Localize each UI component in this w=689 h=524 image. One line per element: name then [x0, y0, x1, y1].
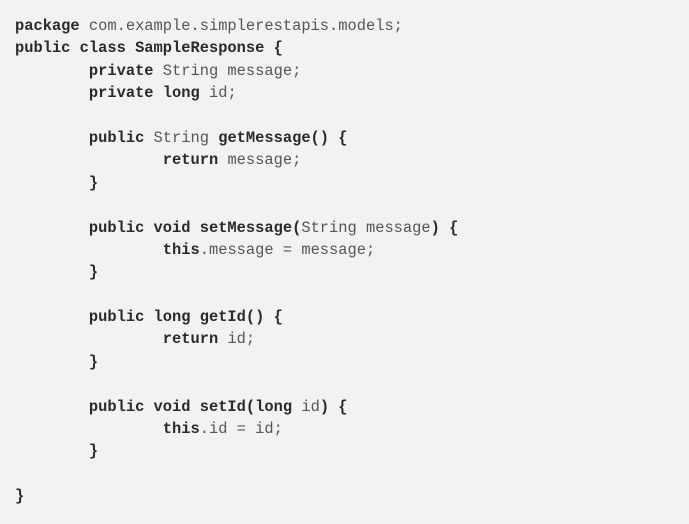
java-source-code: package com.example.simplerestapis.model…: [15, 15, 689, 508]
code-keyword: ) {: [319, 397, 348, 416]
code-line: this.message = message;: [15, 239, 689, 261]
code-keyword: public: [88, 128, 145, 147]
code-line: public void setId(long id) {: [15, 396, 689, 418]
code-keyword: return: [162, 330, 219, 349]
code-keyword: private: [88, 61, 154, 80]
code-line: public String getMessage() {: [15, 127, 689, 149]
code-line: [15, 284, 689, 306]
code-text: .message = message;: [199, 240, 376, 259]
code-line: [15, 373, 689, 395]
code-keyword: }: [88, 263, 99, 282]
code-keyword: public long getId() {: [88, 308, 283, 327]
code-keyword: this: [162, 420, 200, 439]
code-text: [15, 62, 89, 80]
code-line: return message;: [15, 149, 689, 171]
code-line: private long id;: [15, 82, 689, 104]
code-line: this.id = id;: [15, 418, 689, 440]
code-text: [15, 129, 89, 147]
code-keyword: }: [88, 442, 99, 461]
code-line: public void setMessage(String message) {: [15, 217, 689, 239]
code-keyword: public class SampleResponse {: [15, 39, 283, 58]
code-keyword: public void setMessage(: [88, 218, 302, 237]
code-text: id;: [199, 84, 237, 103]
code-keyword: }: [15, 487, 25, 506]
code-text: id;: [218, 330, 256, 349]
code-line: return id;: [15, 328, 689, 350]
code-keyword: }: [88, 173, 99, 192]
code-text: [15, 241, 163, 259]
code-text: .id = id;: [199, 420, 283, 439]
code-keyword: return: [162, 151, 219, 170]
code-text: [15, 420, 163, 438]
code-keyword: package: [15, 17, 80, 35]
code-text: message;: [218, 151, 302, 170]
code-keyword: ) {: [430, 218, 459, 237]
code-text: [15, 84, 89, 102]
code-line: }: [15, 261, 689, 283]
code-line: [15, 194, 689, 216]
code-keyword: this: [162, 240, 200, 259]
code-text: id: [292, 397, 320, 416]
code-text: [15, 330, 163, 348]
code-text: [15, 151, 163, 169]
code-text: String message: [301, 218, 431, 237]
code-keyword: public void setId(long: [88, 397, 293, 416]
code-text: [15, 263, 89, 281]
code-text: [15, 308, 89, 326]
code-text: [15, 174, 89, 192]
code-line: [15, 105, 689, 127]
code-text: [15, 442, 89, 460]
code-keyword: getMessage() {: [218, 128, 348, 147]
code-text: [15, 398, 89, 416]
code-line: }: [15, 485, 689, 507]
code-line: private String message;: [15, 60, 689, 82]
code-text: [15, 353, 89, 371]
code-text: String message;: [153, 61, 302, 80]
code-line: package com.example.simplerestapis.model…: [15, 15, 689, 37]
code-line: }: [15, 440, 689, 462]
code-keyword: private long: [88, 84, 200, 103]
code-keyword: }: [88, 352, 99, 371]
code-text: com.example.simplerestapis.models;: [79, 17, 403, 35]
code-line: }: [15, 351, 689, 373]
code-text: [15, 219, 89, 237]
code-text: String: [144, 128, 219, 147]
code-line: }: [15, 172, 689, 194]
code-line: [15, 463, 689, 485]
code-line: public long getId() {: [15, 306, 689, 328]
code-line: public class SampleResponse {: [15, 37, 689, 59]
